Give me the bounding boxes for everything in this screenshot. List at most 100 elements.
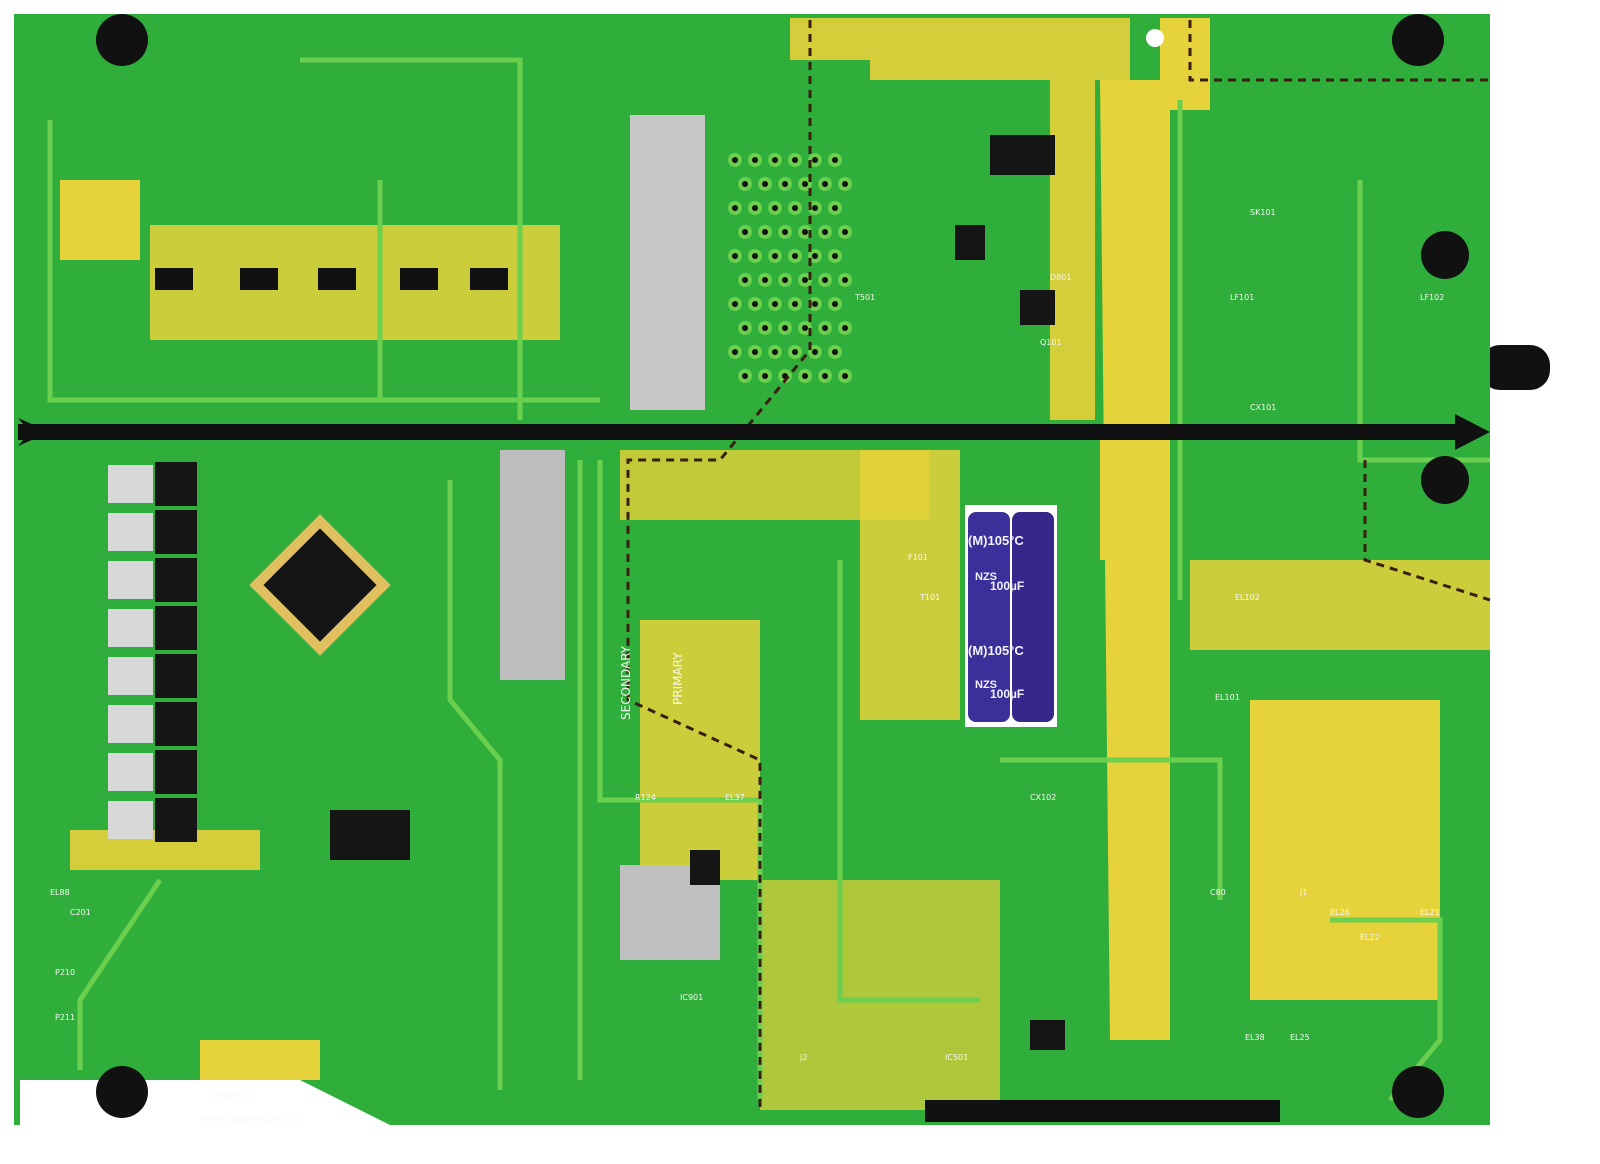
via [768, 249, 782, 263]
mosfet-column [108, 462, 197, 842]
mosfet-pad [108, 465, 153, 503]
via [768, 201, 782, 215]
mosfet-pad [108, 705, 153, 743]
via [828, 249, 842, 263]
via [828, 153, 842, 167]
silkscreen-ref: EL26 [1330, 908, 1350, 917]
silkscreen-ref: F101 [908, 553, 928, 562]
transistor-2 [955, 225, 985, 260]
silkscreen-ref: LF102 [1420, 293, 1444, 302]
via [818, 321, 832, 335]
via [778, 177, 792, 191]
cap-temp-2: (M)105°C [968, 643, 1024, 658]
via [748, 153, 762, 167]
silkscreen-ref: D801 [1050, 273, 1071, 282]
capacitor-2 [1012, 512, 1054, 722]
via [828, 345, 842, 359]
mosfet [155, 606, 197, 650]
primary-label: PRIMARY [671, 652, 685, 705]
silkscreen-ref: IC901 [680, 993, 703, 1002]
silkscreen-ref: LF101 [1230, 293, 1254, 302]
silkscreen-ref: EL38 [1245, 1033, 1265, 1042]
mosfet [155, 798, 197, 842]
silkscreen-ref: EL22 [1360, 933, 1380, 942]
isolation-boundary [626, 20, 812, 1110]
via [778, 273, 792, 287]
mosfet-pad [108, 753, 153, 791]
mounting-holes [96, 14, 1469, 1118]
via [788, 201, 802, 215]
via [728, 249, 742, 263]
via [748, 201, 762, 215]
silkscreen-ref: EL88 [50, 888, 70, 897]
mosfet [155, 558, 197, 602]
isolation-boundary-2 [1188, 20, 1490, 82]
secondary-label: SECONDARY [619, 645, 633, 720]
arrow-tail-icon [18, 418, 50, 446]
cap-temp-1: (M)105°C [968, 533, 1024, 548]
silkscreen-ref: P211 [55, 1013, 75, 1022]
black-strip [925, 1100, 1280, 1122]
via [768, 345, 782, 359]
via [748, 249, 762, 263]
via [748, 297, 762, 311]
transistor [690, 850, 720, 885]
via [768, 153, 782, 167]
silkscreen-ref: CX102 [1030, 793, 1056, 802]
via [788, 345, 802, 359]
cap-value-1: 100µF [990, 579, 1024, 593]
via [818, 177, 832, 191]
mosfet [155, 510, 197, 554]
mosfet-pad [108, 609, 153, 647]
silkscreen-ref: EL37 [725, 793, 745, 802]
isolation-boundary-3 [1363, 460, 1491, 602]
via [808, 249, 822, 263]
via [788, 153, 802, 167]
traces [47, 57, 1490, 1102]
silkscreen-ref: IC501 [945, 1053, 968, 1062]
mosfet [155, 702, 197, 746]
transformer-pad [630, 115, 705, 410]
via [738, 225, 752, 239]
via [738, 177, 752, 191]
via [828, 201, 842, 215]
via [838, 177, 852, 191]
flow-arrow-line [18, 424, 1458, 440]
cap-value-2: 100µF [990, 687, 1024, 701]
mosfet-pad [108, 657, 153, 695]
via [738, 369, 752, 383]
via [748, 345, 762, 359]
via [808, 345, 822, 359]
via [728, 297, 742, 311]
cap-series-2: NZS [975, 679, 997, 691]
copper-pours [60, 18, 1490, 1110]
silkscreen-ref: C80 [1210, 888, 1226, 897]
via [788, 297, 802, 311]
via [778, 321, 792, 335]
silkscreen-ref: T501 [854, 293, 875, 302]
silkscreen-ref: J1 [1299, 888, 1307, 897]
via [738, 321, 752, 335]
silkscreen-ref: P210 [55, 968, 75, 977]
via [758, 321, 772, 335]
via [798, 177, 812, 191]
mosfet [155, 750, 197, 794]
via [758, 273, 772, 287]
via [758, 177, 772, 191]
silkscreen-ref: R730 [210, 1093, 231, 1102]
via [728, 345, 742, 359]
via [728, 201, 742, 215]
via [838, 369, 852, 383]
small-ic [1030, 1020, 1065, 1050]
silkscreen-ref: EL21 [1420, 908, 1440, 917]
silkscreen-ref: R124 [635, 793, 656, 802]
mosfet [155, 654, 197, 698]
mosfet-pad [108, 561, 153, 599]
mosfet [155, 462, 197, 506]
via [728, 153, 742, 167]
silkscreen-ref: T101 [919, 593, 940, 602]
silkscreen-ref: R731 [230, 1093, 251, 1102]
via [818, 369, 832, 383]
